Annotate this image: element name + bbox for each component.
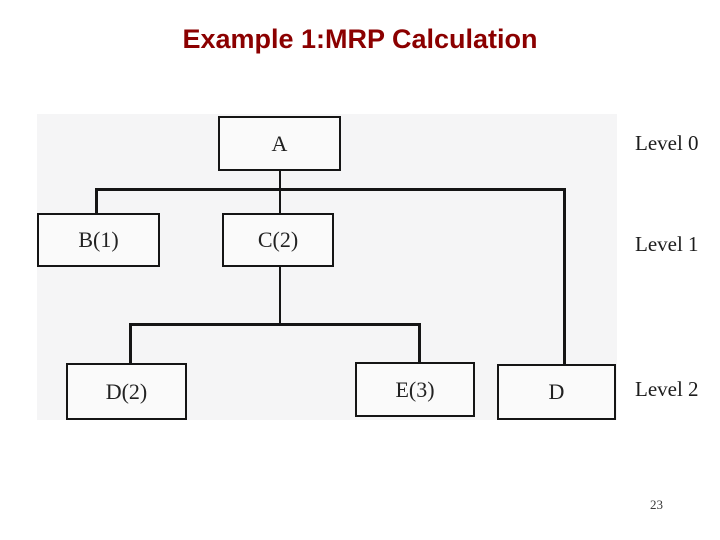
- bom-node-d: D: [497, 364, 616, 420]
- connector-to-d: [563, 188, 566, 366]
- level-label-2: Level 2: [635, 377, 699, 401]
- connector-c-down: [279, 266, 281, 326]
- bom-node-c: C(2): [222, 213, 334, 267]
- bom-node-b-label: B(1): [78, 227, 119, 252]
- bom-node-e: E(3): [355, 362, 475, 417]
- page-number: 23: [650, 497, 663, 512]
- bom-node-d2-label: D(2): [105, 378, 148, 404]
- connector-level1-bus: [95, 188, 566, 191]
- bom-node-b: B(1): [37, 213, 160, 267]
- connector-to-e: [418, 323, 421, 364]
- level-label-1: Level 1: [635, 232, 699, 256]
- bom-node-c-label: C(2): [257, 227, 299, 252]
- page-title: Example 1:MRP Calculation: [182, 24, 538, 54]
- bom-node-e-label: E(3): [395, 376, 435, 402]
- bom-node-a: A: [218, 116, 341, 171]
- bom-node-a-label: A: [271, 130, 288, 156]
- bom-node-d-label: D: [548, 379, 565, 404]
- connector-to-c: [279, 188, 281, 215]
- level-label-0: Level 0: [635, 131, 699, 155]
- bom-node-d2: D(2): [66, 363, 187, 420]
- connector-to-b: [95, 188, 98, 215]
- connector-to-d2: [129, 323, 132, 365]
- connector-a-down: [279, 171, 281, 190]
- connector-level2-bus: [129, 323, 421, 326]
